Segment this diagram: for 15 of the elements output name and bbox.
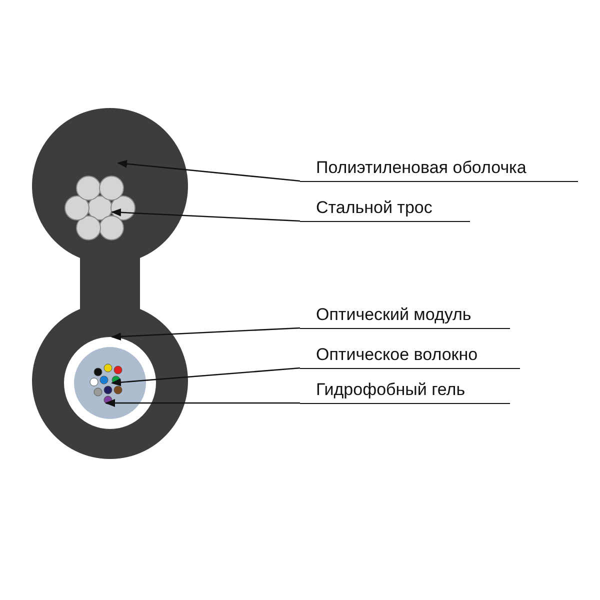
part-label: Оптический модуль	[300, 305, 510, 329]
steel-wire-bundle	[64, 176, 136, 240]
cable-sheath	[32, 108, 188, 459]
leader-line	[111, 327, 300, 341]
part-label: Оптическое волокно	[300, 345, 520, 369]
optical-fiber-bundle	[90, 364, 122, 404]
gel-filling	[74, 347, 146, 419]
leader-line	[117, 160, 300, 182]
part-label: Гидрофобный гель	[300, 380, 510, 404]
leader-line	[105, 399, 300, 407]
part-label: Полиэтиленовая оболочка	[300, 158, 578, 182]
part-label: Стальной трос	[300, 198, 470, 222]
leader-line	[111, 208, 300, 222]
optical-module-tube	[64, 337, 156, 429]
leader-line	[111, 367, 300, 386]
